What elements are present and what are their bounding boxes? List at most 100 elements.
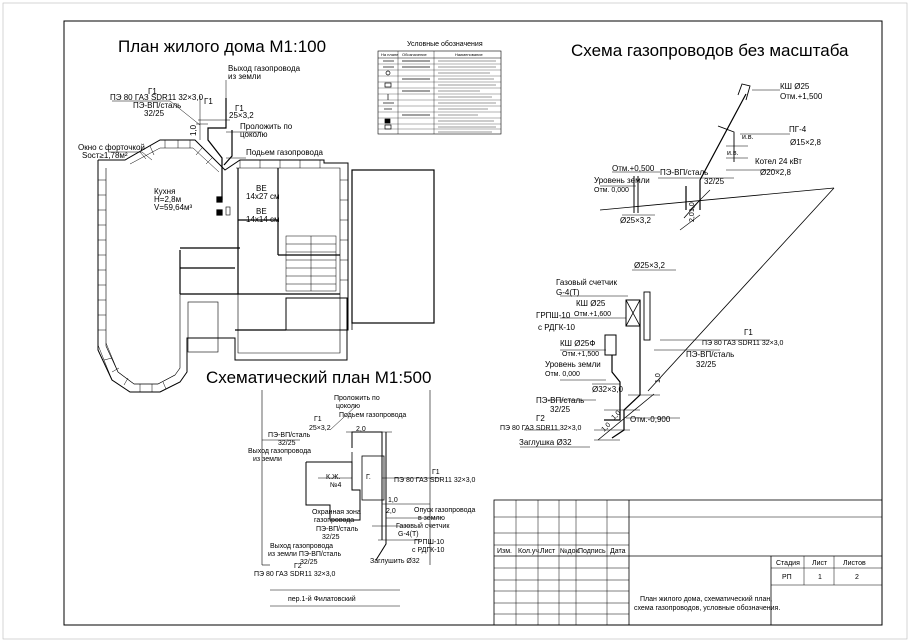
scheme-dim-5: 1,0: [655, 373, 662, 383]
house-size-25: 25×3,2: [229, 111, 254, 120]
site-g1-pipe: ПЭ 80 ГАЗ SDR11 32×3,0: [394, 477, 476, 484]
inner-frame: [63, 20, 883, 626]
stamp-stage-value: РП: [782, 574, 792, 581]
site-g1b: Г1: [432, 469, 440, 476]
site-lay-2: цоколю: [336, 403, 360, 410]
house-g1-pipe: ПЭ 80 ГАЗ SDR11 32×3,0: [110, 93, 204, 102]
scheme-otm-0500: Отм.+0,500: [612, 164, 655, 173]
stamp-sheet-label: Лист: [812, 560, 828, 567]
house-g1c-label: Г1: [235, 104, 244, 113]
house-kitchen-3: V=59,64м³: [154, 203, 193, 212]
house-leaders: [108, 80, 262, 161]
site-dim-20: 2,0: [356, 426, 366, 433]
site-size-25: 25×3,2: [309, 425, 331, 432]
stamp-sheets-label: Листов: [843, 560, 866, 567]
site-pe-vp2: ПЭ-ВП/сталь: [316, 526, 359, 533]
scheme-kotel-size: Ø20×2,8: [760, 168, 791, 177]
scheme-pe-vp3-size: 32/25: [696, 360, 717, 369]
site-plan-title: Схематический план М1:500: [206, 368, 431, 387]
site-pe-vp: ПЭ-ВП/сталь: [268, 432, 311, 439]
scheme-ksh25: КШ Ø25: [780, 82, 810, 91]
site-lay-1: Проложить по: [334, 395, 380, 402]
site-g2-pipe: ПЭ 80 ГАЗ SDR11 32×3,0: [254, 571, 336, 578]
stamp-header-date: Дата: [610, 548, 626, 555]
stamp-header-izm: Изм.: [497, 548, 512, 555]
scheme-dim-1: 1,0: [689, 202, 696, 212]
site-dim-20b: 2,0: [386, 508, 396, 515]
scheme-d32: Ø32×3,0: [592, 385, 623, 394]
house-rise-label: Подьем газопровода: [246, 148, 323, 157]
site-exit-1: Выход газопровода: [248, 448, 311, 455]
scheme-meter-type: G-4(T): [556, 288, 580, 297]
site-pe-vp2-size: 32/25: [322, 534, 340, 541]
house-gas-pipe: [196, 96, 233, 216]
house-lay-label-2: цоколю: [240, 130, 267, 139]
scheme-pg4-size: Ø15×2,8: [790, 138, 821, 147]
site-meter-type: G-4(T): [398, 531, 419, 538]
site-g: Г.: [366, 474, 371, 481]
legend-header-symbol: Обозначение: [402, 52, 428, 57]
stamp-header-doc: №док.: [560, 548, 581, 555]
stamp-header-list: Лист: [540, 548, 556, 555]
site-exit2-2: из земли ПЭ-ВП/сталь: [268, 551, 341, 558]
scheme-grpsh: ГРПШ-10: [536, 311, 571, 320]
stamp-sheets-value: 2: [855, 574, 859, 581]
site-descent-2: в землю: [418, 515, 445, 522]
house-pe-vp-size: 32/25: [144, 109, 165, 118]
scheme-g2-pipe: ПЭ 80 ГАЗ SDR11 32×3,0: [500, 425, 582, 432]
house-exit-label-2: из земли: [228, 72, 261, 81]
stamp-stage-label: Стадия: [776, 560, 800, 567]
scheme-g1-pipe: ПЭ 80 ГАЗ SDR11 32×3,0: [702, 340, 784, 347]
scheme-ground-otm2: Отм. 0,000: [545, 371, 580, 378]
scheme-ground-otm: Отм. 0,000: [594, 187, 629, 194]
scheme-otm-1600: Отм.+1,600: [574, 311, 611, 318]
scheme-rdgk: с РДГК-10: [538, 323, 576, 332]
site-no4: №4: [330, 482, 342, 489]
scheme-iv-1: и.в.: [742, 134, 754, 141]
scheme-iv-2: и.в.: [727, 150, 739, 157]
scheme-pe-vp2: ПЭ-ВП/сталь: [536, 396, 584, 405]
scheme-d25-32b: Ø25×3,2: [634, 261, 665, 270]
house-ve1-size: 14х27 см: [246, 192, 280, 201]
scheme-ksh25f: КШ Ø25Ф: [560, 339, 595, 348]
gas-scheme-title: Схема газопроводов без масштаба: [571, 41, 849, 60]
legend-header-plan: На плане: [381, 52, 399, 57]
gas-scheme-lines: [594, 83, 835, 441]
site-exit2-3: 32/25: [300, 559, 318, 566]
scheme-pg4: ПГ-4: [789, 125, 807, 134]
house-kitchen-2: H=2,8м: [154, 195, 181, 204]
house-ve2-size: 14х14 см: [246, 215, 280, 224]
scheme-dim-3: 1,0: [600, 422, 612, 434]
legend-table: Условные обозначения На плане Обозначени…: [377, 40, 502, 135]
site-descent-1: Опуск газопровода: [414, 507, 475, 514]
scheme-otm-1500: Отм.+1,500: [780, 92, 823, 101]
house-dim-10: 1,0: [189, 124, 198, 136]
scheme-d25-32: Ø25×3,2: [620, 216, 651, 225]
scheme-pe-vp2-size: 32/25: [550, 405, 571, 414]
stamp-sheet-value: 1: [818, 574, 822, 581]
house-pe-vp: ПЭ-ВП/сталь: [133, 101, 181, 110]
scheme-ksh25b: КШ Ø25: [576, 299, 606, 308]
gas-scheme-leaders: [520, 89, 790, 448]
scheme-dim-2: 2,0: [689, 212, 696, 222]
site-exit-2: из земли: [253, 456, 282, 463]
scheme-g1: Г1: [744, 328, 753, 337]
site-rise: Подьем газопровода: [339, 412, 406, 419]
scheme-pe-vp3: ПЭ-ВП/сталь: [686, 350, 734, 359]
house-lay-label: Проложить по: [240, 122, 293, 131]
site-grpsh: ГРПШ-10: [414, 539, 444, 546]
scheme-meter: Газовый счетчик: [556, 278, 618, 287]
scheme-ground-1: Уровень земли: [594, 176, 650, 185]
scheme-plug: Заглушка Ø32: [519, 438, 572, 447]
stamp-desc-2: схема газопроводов, условные обозначения…: [634, 604, 780, 612]
site-rdgk: с РДГК-10: [412, 547, 444, 554]
scheme-otm-0900: Отм.-0,900: [630, 415, 671, 424]
site-zone-2: газопровода: [314, 517, 354, 524]
site-g1: Г1: [314, 416, 322, 423]
house-kitchen-1: Кухня: [154, 187, 175, 196]
house-window-2: Sост≥1,78м²: [82, 151, 128, 160]
site-meter: Газовый счетчик: [396, 522, 450, 530]
scheme-dim-4: 1,0: [610, 410, 622, 422]
